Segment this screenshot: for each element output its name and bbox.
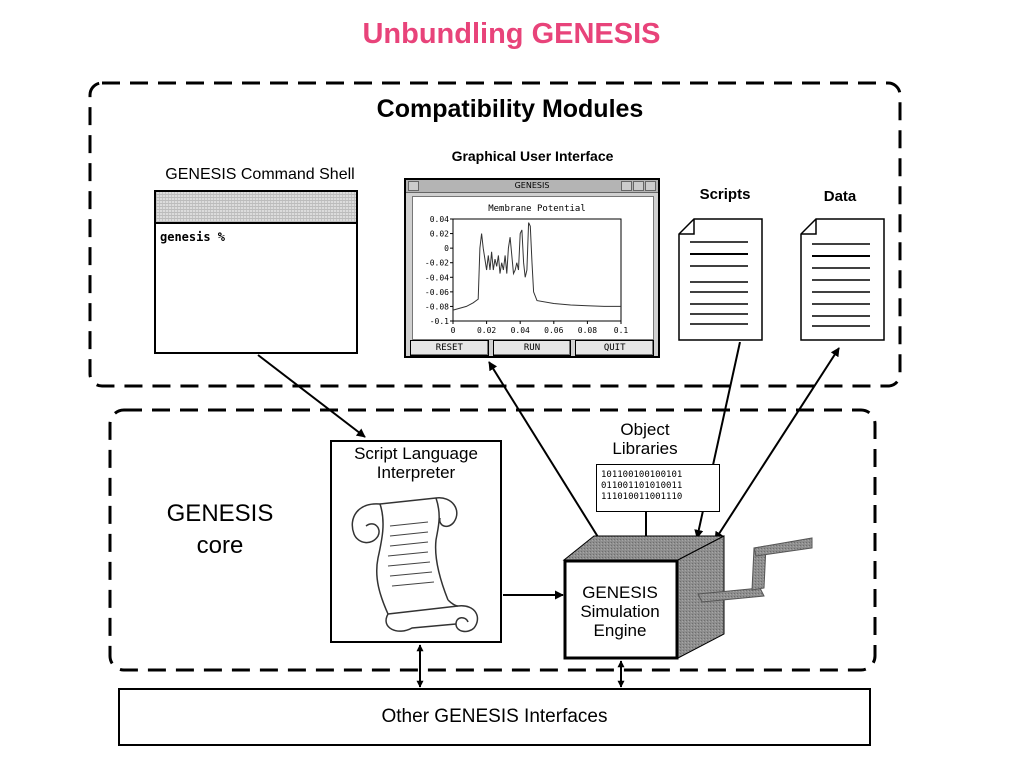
y-tick-label: -0.06 xyxy=(425,288,449,297)
y-tick-label: 0.02 xyxy=(430,230,449,239)
object-libraries-line1: Object xyxy=(620,420,670,439)
crank-handle-icon xyxy=(697,537,813,603)
core-label-line2: core xyxy=(196,532,244,559)
plot-frame xyxy=(452,218,622,322)
y-tick-label: 0 xyxy=(444,244,449,253)
other-interfaces-box xyxy=(118,688,871,746)
data-document-icon xyxy=(800,218,886,342)
object-libraries-label: Object Libraries xyxy=(570,420,720,458)
simulation-engine-label: GENESIS Simulation Engine xyxy=(566,583,674,640)
scripts-document-icon xyxy=(678,218,764,342)
gui-engine-arrow xyxy=(488,361,604,546)
engine-line2: Simulation xyxy=(580,602,660,621)
y-tick-label: -0.04 xyxy=(425,273,449,282)
binary-line: 011001101010011 xyxy=(601,481,683,491)
x-tick-label: 0.06 xyxy=(544,326,563,335)
y-tick-label: -0.08 xyxy=(425,302,449,311)
other-interfaces-label: Other GENESIS Interfaces xyxy=(381,706,608,727)
gui-window-title: GENESIS xyxy=(514,181,550,190)
compatibility-modules-heading: Compatibility Modules xyxy=(376,95,644,123)
interpreter-line2: Interpreter xyxy=(376,463,456,482)
command-shell-label: GENESIS Command Shell xyxy=(165,166,355,183)
membrane-potential-chart: Membrane Potential 0 0.02 0.04 0.06 0.08 0.1 0.… xyxy=(425,204,629,335)
gui-button-row: RESET RUN QUIT xyxy=(410,340,655,356)
x-tick-label: 0.04 xyxy=(511,326,530,335)
genesis-core-label: GENESIS core xyxy=(140,498,300,562)
x-tick-label: 0.1 xyxy=(614,326,629,335)
membrane-potential-plot: Membrane Potential 0 0.02 0.04 0.06 0.08 0.1 0.… xyxy=(412,196,654,340)
core-label-line1: GENESIS xyxy=(166,500,274,527)
object-library-binary: 101100100100101 011001101010011 11101001… xyxy=(596,464,720,512)
cube-front-face xyxy=(563,559,679,660)
y-tick-label: 0.04 xyxy=(430,215,449,224)
scroll-icon xyxy=(351,497,479,633)
data-label: Data xyxy=(823,188,857,205)
data-engine-arrow xyxy=(714,347,840,541)
membrane-potential-line xyxy=(452,222,621,311)
chart-title: Membrane Potential xyxy=(488,204,586,214)
shell-to-interpreter-arrow xyxy=(257,354,366,438)
gui-window: GENESIS Membrane Potential 0 0.02 0.04 0.06 0… xyxy=(404,178,660,358)
engine-line1: GENESIS xyxy=(582,583,658,602)
gui-titlebar: GENESIS xyxy=(406,180,658,193)
object-libraries-line2: Libraries xyxy=(612,439,678,458)
scripts-label: Scripts xyxy=(699,186,751,203)
shell-prompt: genesis % xyxy=(160,230,226,244)
interpreter-line1: Script Language xyxy=(354,444,478,463)
x-tick-label: 0 xyxy=(451,326,456,335)
window-close-icon xyxy=(645,181,656,191)
shell-titlebar xyxy=(156,192,356,224)
command-shell-window: genesis % xyxy=(154,190,358,354)
x-tick-label: 0.08 xyxy=(578,326,597,335)
binary-line: 101100100100101 xyxy=(601,470,683,480)
y-tick-label: -0.02 xyxy=(425,259,449,268)
gui-label: Graphical User Interface xyxy=(451,148,614,164)
window-minimize-icon xyxy=(621,181,632,191)
quit-button: QUIT xyxy=(575,340,655,356)
reset-button: RESET xyxy=(410,340,489,356)
binary-line: 111010011001110 xyxy=(601,492,683,502)
window-maximize-icon xyxy=(633,181,644,191)
script-interpreter-label: Script Language Interpreter xyxy=(332,444,500,482)
y-tick-label: -0.1 xyxy=(430,317,449,326)
page-title: Unbundling GENESIS xyxy=(362,18,661,50)
engine-line3: Engine xyxy=(593,621,647,640)
window-menu-icon xyxy=(408,181,419,191)
run-button: RUN xyxy=(492,340,572,356)
simulation-engine-cube xyxy=(562,535,813,660)
x-tick-label: 0.02 xyxy=(477,326,496,335)
